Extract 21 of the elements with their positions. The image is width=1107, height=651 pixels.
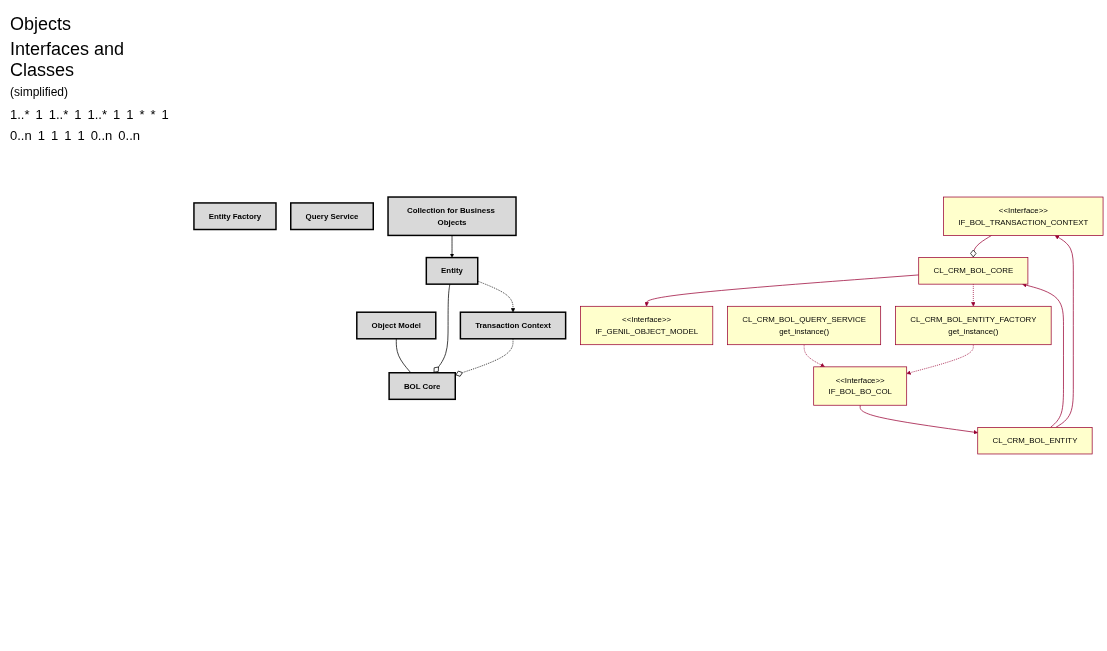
multiplicity-label: 1..* xyxy=(87,107,107,122)
multiplicity-label: 1..* xyxy=(10,107,30,122)
subheading: (simplified) xyxy=(10,85,69,99)
multiplicity-label: * xyxy=(139,107,145,122)
multiplicity-label: 1 xyxy=(37,128,45,143)
multiplicity-label: 1 xyxy=(126,107,134,122)
multiplicity-label: 0..n xyxy=(90,128,113,143)
section-heading: Objects xyxy=(10,14,73,35)
multiplicity-label: 1 xyxy=(161,107,169,122)
multiplicity-label: 0..n xyxy=(10,128,32,143)
multiplicity-label: * xyxy=(150,107,156,122)
multiplicity-label: 1 xyxy=(74,107,82,122)
section-heading: Interfaces and Classes xyxy=(10,39,126,81)
multiplicity-label: 1 xyxy=(50,128,59,143)
multiplicity-label: 1..* xyxy=(48,107,69,122)
connector xyxy=(395,338,412,374)
multiplicity-label: 1 xyxy=(113,107,121,122)
multiplicity-label: 0..n xyxy=(118,128,140,143)
multiplicity-label: 1 xyxy=(77,128,85,143)
multiplicity-label: 1 xyxy=(35,107,43,122)
multiplicity-label: 1 xyxy=(64,128,72,143)
